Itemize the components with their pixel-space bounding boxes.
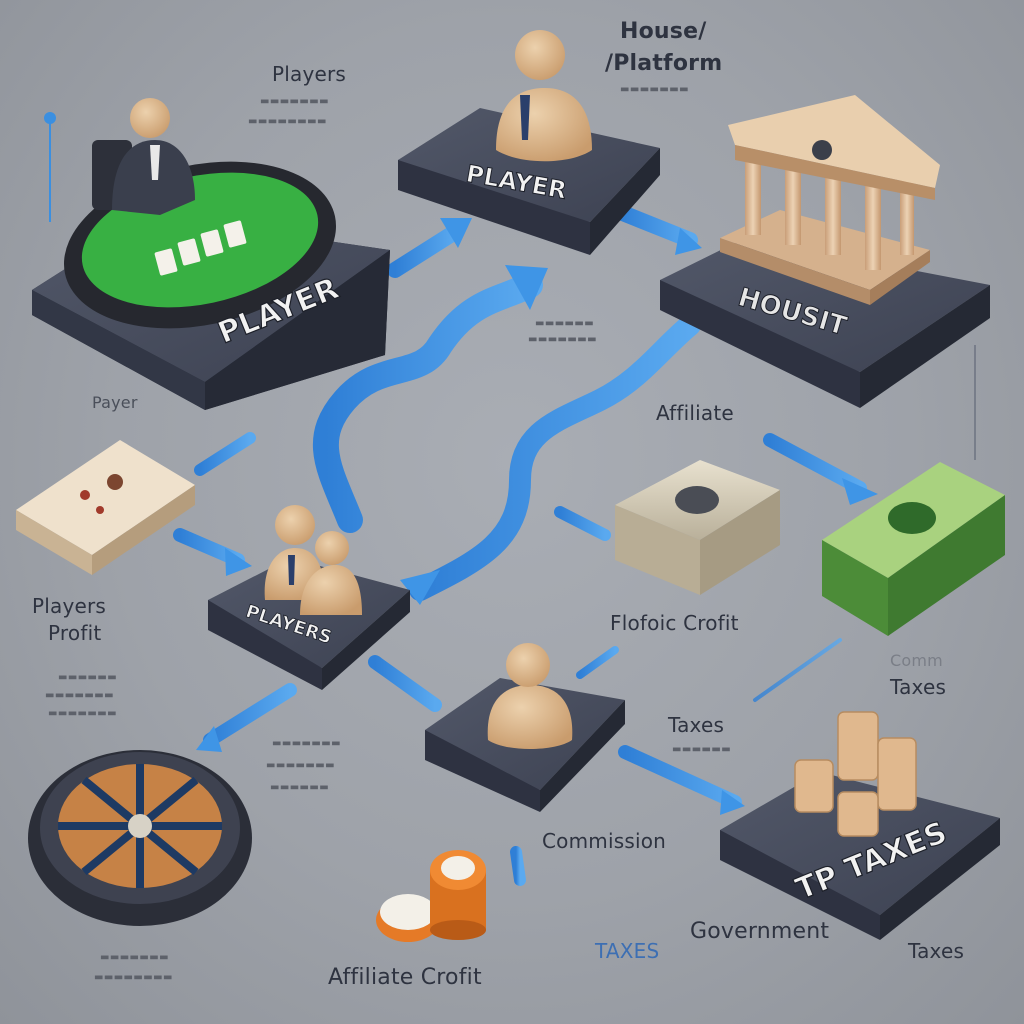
flow-arrows [173,204,867,886]
map-pin-left [44,112,56,222]
arrow-head-taxes [720,790,745,815]
table-card [223,220,247,248]
card-deck [16,440,195,575]
arrow-head-main [505,265,548,310]
flow-arrow-chip [510,846,526,886]
chip-face-icon [441,856,475,880]
label-comm: Comm [890,651,943,670]
dollar-seal-icon [888,502,936,534]
label-government: Government [690,919,830,944]
bank-column [825,175,841,255]
label-players-profit-caption: ▬▬▬▬▬▬ [58,672,118,683]
flow-arrow-center-left [368,655,442,712]
tile-player-top [398,108,660,255]
label-flow-caption-mid-2: ▬▬▬▬▬▬▬ [528,334,597,345]
flow-arrow-left-mid [194,432,256,476]
cash-stack-center [615,460,780,595]
arrow-head-house [675,228,702,255]
roulette-wheel [28,750,252,926]
tax-block [837,791,879,837]
bank-column [865,185,881,270]
figure-top [496,30,592,162]
tax-block [877,737,917,811]
card-pip-icon [80,490,90,500]
table-card [177,238,201,266]
arrow-head-top-left [440,218,472,248]
card-pip-icon [107,474,123,490]
bank-crest-icon [812,140,832,160]
label-players-profit-caption-2: ▬▬▬▬▬▬▬ [45,690,114,701]
label-house-platform-1: House/ [620,19,707,44]
figure-pair [264,505,362,615]
bank-column [900,180,914,255]
label-players-profit-caption-3: ▬▬▬▬▬▬▬ [48,708,117,719]
label-affiliate: Affiliate [656,401,734,425]
flow-arrow-players-right [554,506,611,541]
flow-arrow-main-curve [312,272,543,533]
tax-block [837,711,879,781]
flow-arrow-left-down [203,683,297,747]
label-center-caption-3: ▬▬▬▬▬▬ [270,782,330,793]
roulette-hub [128,814,152,838]
cash-stack-right [822,462,1005,636]
cash-seal-icon [675,486,719,514]
label-house-platform-caption: ▬▬▬▬▬▬▬ [620,84,689,95]
label-players-profit-2: Profit [48,621,102,645]
flow-arrow-taxes [618,745,742,809]
label-taxes-right: Taxes [890,675,947,699]
label-flofoic-profit: Flofoic Crofit [610,611,739,635]
bank-column [745,155,761,235]
bank-roof [728,95,940,188]
tile-taxes [720,772,1000,940]
label-players-top-caption-2: ▬▬▬▬▬▬▬▬ [248,116,327,127]
table-card [200,229,224,257]
flow-arrow-comm [753,638,842,702]
label-wheel-caption: ▬▬▬▬▬▬▬ [100,952,169,963]
bank-column [785,165,801,245]
label-players-top: Players [272,62,347,86]
tax-block [794,759,834,813]
label-wheel-caption-2: ▬▬▬▬▬▬▬▬ [94,972,173,983]
flow-arrow-second-curve [409,314,701,601]
arrow-head-players [400,570,440,605]
label-flow-caption-mid: ▬▬▬▬▬▬ [535,318,595,329]
chip-stack [376,850,486,942]
label-payer: Payer [92,393,138,412]
flow-arrow-top-left [387,224,463,278]
flow-arrow-profit [576,646,619,679]
bank-building-icon [720,95,940,305]
flow-arrow-heads [196,218,878,815]
dealer-figure [92,98,195,215]
flow-arrow-house-left [612,204,698,248]
label-players-top-caption: ▬▬▬▬▬▬▬ [260,96,329,107]
table-card [154,248,178,276]
label-taxes-mid: Taxes [668,713,725,737]
label-taxes-blue: TAXES [595,939,660,963]
arrow-head-left-low [225,548,252,576]
label-players-profit-1: Players [32,594,107,618]
dealer-head [130,98,170,138]
label-taxes-bottom: Taxes [908,939,965,963]
label-taxes-mid-caption: ▬▬▬▬▬▬ [672,744,732,755]
figure-commission [487,643,573,749]
tax-blocks [794,711,917,837]
label-affiliate-profit: Affiliate Crofit [328,965,482,990]
arrow-head-left-down [196,726,222,752]
arrow-head-affiliate [842,478,878,505]
label-center-caption: ▬▬▬▬▬▬▬ [272,738,341,749]
card-pip-icon [96,506,104,514]
label-center-caption-2: ▬▬▬▬▬▬▬ [266,760,335,771]
label-house-platform-2: /Platform [605,51,723,76]
label-commission: Commission [542,829,667,853]
